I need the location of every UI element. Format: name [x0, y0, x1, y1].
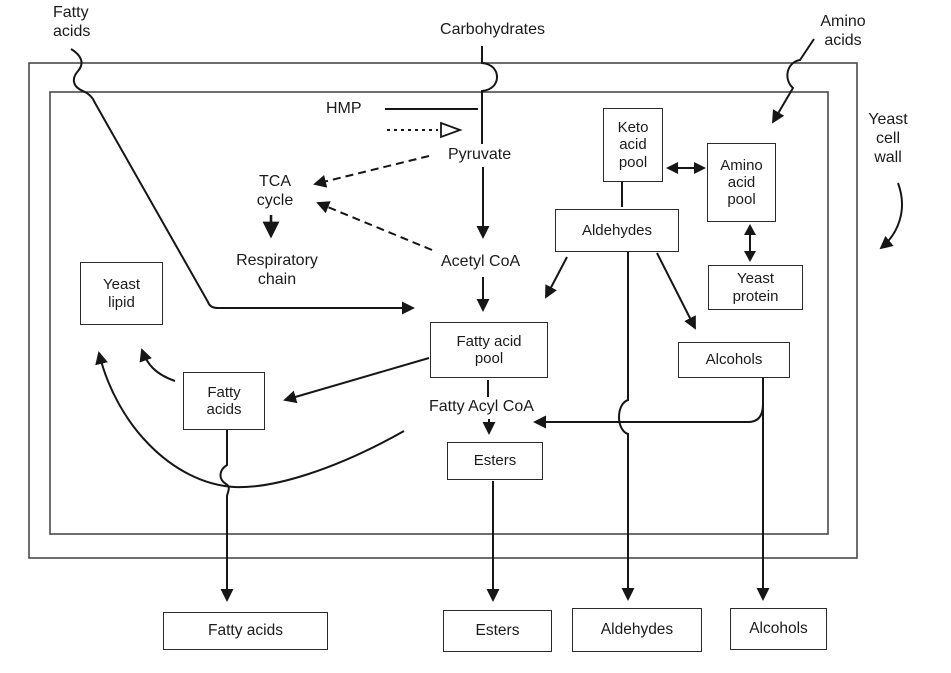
- label-hmp: HMP: [326, 100, 362, 117]
- yeast-cell-wall-outline: [28, 62, 858, 559]
- label-fatty-acyl-coa: Fatty Acyl CoA: [427, 398, 536, 417]
- fattyacids-to-yeastlipid-arrow: [139, 348, 176, 382]
- carbohydrates-entry-line: [481, 46, 499, 144]
- node-yeast-lipid: Yeast lipid: [80, 262, 163, 325]
- node-alcohols-external: Alcohols: [730, 608, 827, 650]
- node-yeast-protein: Yeast protein: [708, 265, 803, 310]
- label-acetyl-coa: Acetyl CoA: [439, 253, 523, 272]
- hmp-open-arrowhead: [440, 121, 463, 139]
- node-fatty-acids-internal: Fatty acids: [183, 372, 265, 430]
- node-aldehydes-external: Aldehydes: [572, 608, 702, 652]
- cellwall-pointer-arrow: [879, 182, 903, 250]
- node-esters-external: Esters: [443, 610, 552, 652]
- pyruvate-to-tca-dashed-arrow: [313, 155, 430, 188]
- node-aldehydes-internal: Aldehydes: [555, 209, 679, 252]
- label-carbohydrates: Carbohydrates: [440, 21, 545, 38]
- aldehydes-export-arrow: [618, 252, 635, 601]
- node-keto-acid-pool: Keto acid pool: [603, 108, 663, 182]
- label-amino-acids: Amino acids: [820, 13, 866, 49]
- label-fatty-acids-top: Fatty acids: [53, 4, 91, 40]
- fattyacids-export-arrow: [219, 430, 234, 602]
- label-yeast-cell-wall: Yeast cell wall: [868, 111, 908, 166]
- node-fatty-acids-external: Fatty acids: [163, 612, 328, 650]
- pool-to-fattyacids-arrow: [283, 357, 430, 404]
- aminoacids-entry-arrow: [772, 38, 815, 124]
- esters-to-yeastlipid-arc-arrow: [95, 351, 405, 489]
- aldehydes-to-fattyacidpool-arrow: [545, 256, 568, 299]
- fattyacids-entry-arrow: [70, 48, 415, 315]
- acetylcoa-to-tca-dashed-arrow: [316, 201, 433, 251]
- alcohols-to-fattyacylcoa-arrow: [533, 403, 764, 429]
- node-amino-acid-pool: Amino acid pool: [707, 143, 776, 222]
- node-esters-internal: Esters: [447, 442, 543, 480]
- node-alcohols-internal: Alcohols: [678, 342, 790, 378]
- label-tca-cycle: TCA cycle: [256, 173, 294, 209]
- label-pyruvate: Pyruvate: [446, 146, 514, 165]
- double-arrowheads: [666, 162, 756, 262]
- node-fatty-acid-pool: Fatty acid pool: [430, 322, 548, 378]
- aldehydes-to-alcohols-arrow: [656, 252, 696, 330]
- label-respiratory-chain: Respiratory chain: [236, 252, 318, 288]
